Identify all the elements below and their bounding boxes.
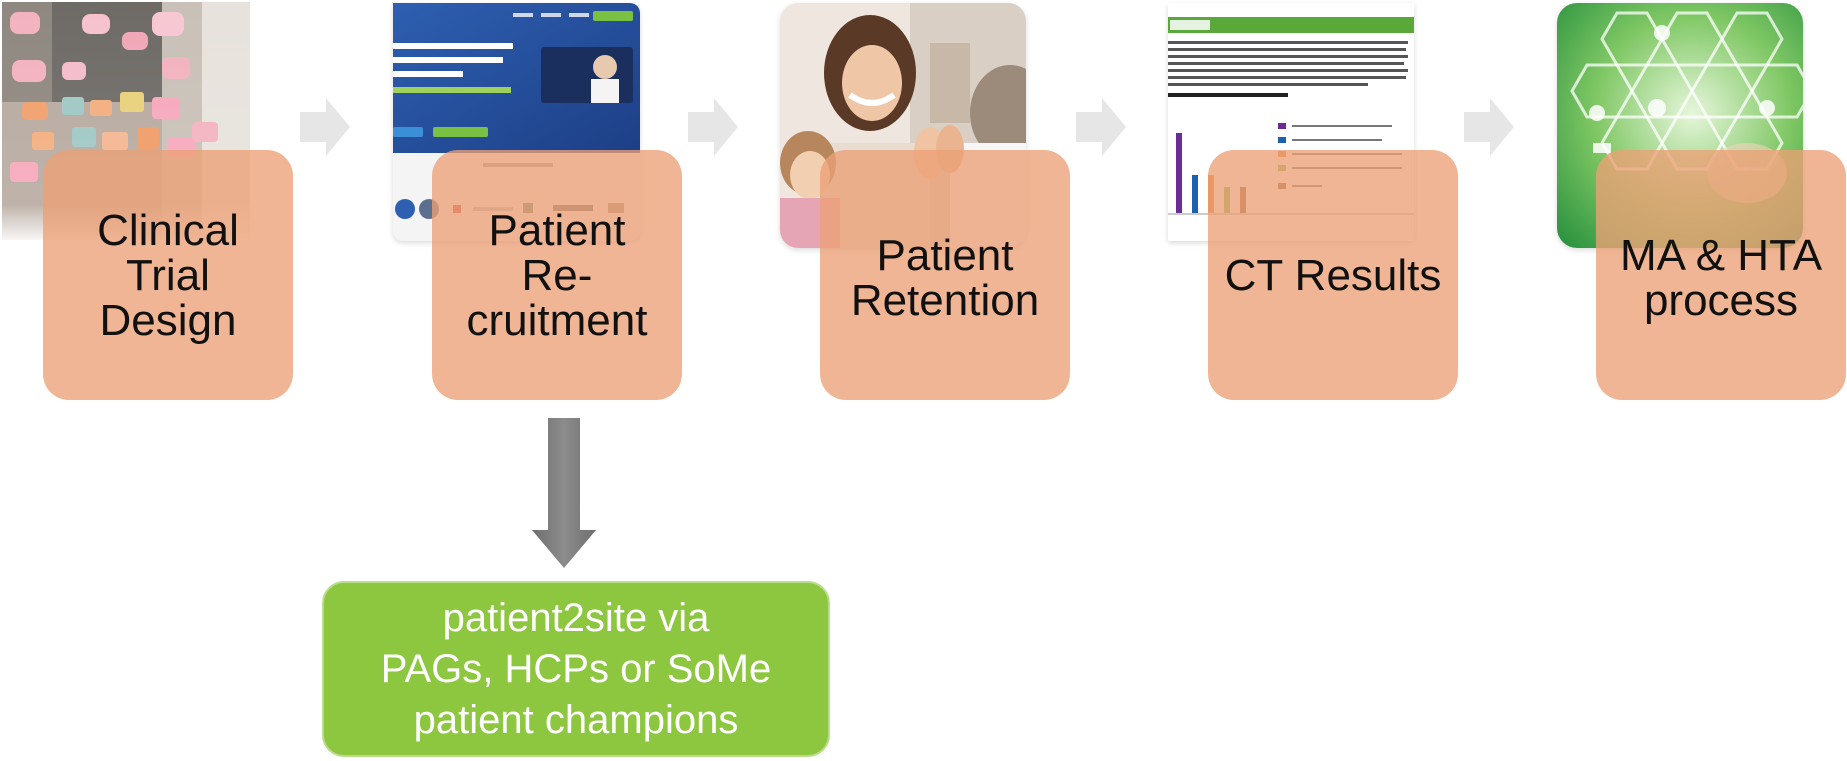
chevron-right-icon [1076,98,1126,156]
step-label: Patient Retention [850,231,1040,325]
step-label: CT Results [1224,250,1442,300]
step-patient-retention: Patient Retention [820,150,1070,400]
callout-text: patient2site via PAGs, HCPs or SoMe pati… [380,595,772,742]
chevron-right-icon [300,98,350,156]
step-patient-recruitment: Patient Re- cruitment [432,150,682,400]
chevron-right-icon [1464,98,1514,156]
step-ma-hta-process: MA & HTA process [1596,150,1846,400]
chevron-right-icon [688,98,738,156]
step-label: Patient Re- cruitment [466,205,648,345]
step-label: Clinical Trial Design [97,205,239,345]
step-label: MA & HTA process [1619,231,1823,325]
step-clinical-trial-design: Clinical Trial Design [43,150,293,400]
down-arrow-icon [532,418,596,568]
step-ct-results: CT Results [1208,150,1458,400]
patient2site-callout: patient2site via PAGs, HCPs or SoMe pati… [322,581,830,757]
